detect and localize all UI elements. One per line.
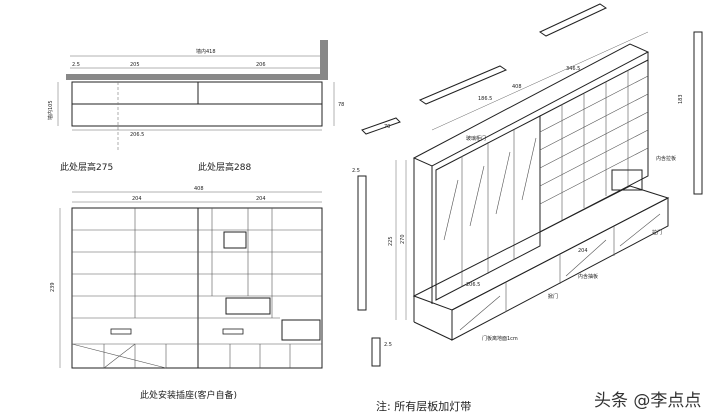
top-view: 墙内418 205 206 2.5 206.5 墙内105 78 此处层高275… — [47, 40, 344, 173]
iso-plank-top — [538, 3, 608, 37]
top-inner-label: 墙内418 — [196, 48, 216, 55]
iso-plank-bottom-dim: 2.5 — [384, 342, 392, 348]
front-cabinet — [71, 207, 323, 369]
iso-shelf-section — [539, 59, 649, 233]
iso-base-front — [451, 197, 669, 341]
iso-door-label: 玻璃柜门 — [466, 135, 486, 142]
socket-right — [222, 328, 244, 335]
iso-right-depth: 204 — [578, 248, 588, 254]
iso-height-225: 225 — [388, 236, 394, 246]
iso-plank-right — [693, 31, 703, 195]
socket-left — [110, 328, 132, 335]
iso-plank-bottom — [371, 337, 381, 367]
iso-glass-section — [435, 115, 541, 301]
front-overall: 408 — [194, 186, 204, 192]
top-seg-b: 206 — [256, 62, 266, 68]
front-box-upper — [223, 231, 247, 249]
iso-plank-mid — [418, 65, 508, 105]
iso-label-slide: 拉门 — [652, 229, 662, 236]
top-left-dim: 2.5 — [72, 62, 80, 68]
wall-right — [320, 40, 328, 80]
iso-drawer-box — [611, 169, 643, 191]
top-height-label: 墙内105 — [47, 100, 54, 120]
iso-top-surface — [412, 43, 650, 167]
iso-view: 2.5 2.5 408 186.5 346.5 70 玻璃柜门 — [352, 3, 703, 367]
watermark: 头条 @李点点 — [594, 391, 702, 411]
iso-total-width: 408 — [512, 84, 522, 90]
note-text: 注: 所有层板加灯带 — [376, 399, 471, 413]
front-right-width: 204 — [256, 196, 266, 202]
front-box-mid — [225, 297, 271, 315]
front-height: 239 — [50, 282, 56, 292]
top-caption-right: 此处层高288 — [198, 161, 251, 173]
top-seg-c: 206.5 — [130, 132, 144, 138]
iso-plank-left — [357, 175, 367, 311]
front-caption: 此处安装插座(客户自备) — [140, 389, 237, 401]
front-view: 408 204 204 — [50, 186, 323, 401]
top-seg-a: 205 — [130, 62, 140, 68]
iso-label-inner: 内含抽板 — [578, 273, 598, 280]
iso-bottom-label: 门板离地面1cm — [482, 335, 518, 342]
iso-plank-small — [361, 117, 401, 135]
iso-label-swing: 掀门 — [548, 293, 558, 300]
top-right-dim: 78 — [338, 102, 344, 108]
front-left-width: 204 — [132, 196, 142, 202]
iso-height-183: 183 — [678, 94, 684, 104]
iso-part-b: 346.5 — [566, 66, 580, 72]
iso-part-a: 186.5 — [478, 96, 492, 102]
iso-base-width: 206.5 — [466, 282, 480, 288]
iso-top-depth: 70 — [384, 124, 390, 130]
top-caption-left: 此处层高275 — [60, 161, 113, 173]
front-box-right — [281, 319, 321, 341]
iso-plank-top-dim: 2.5 — [352, 168, 360, 174]
iso-label-push: 内含拉板 — [656, 155, 676, 162]
iso-height-270: 270 — [400, 234, 406, 244]
wall-top — [66, 74, 328, 80]
